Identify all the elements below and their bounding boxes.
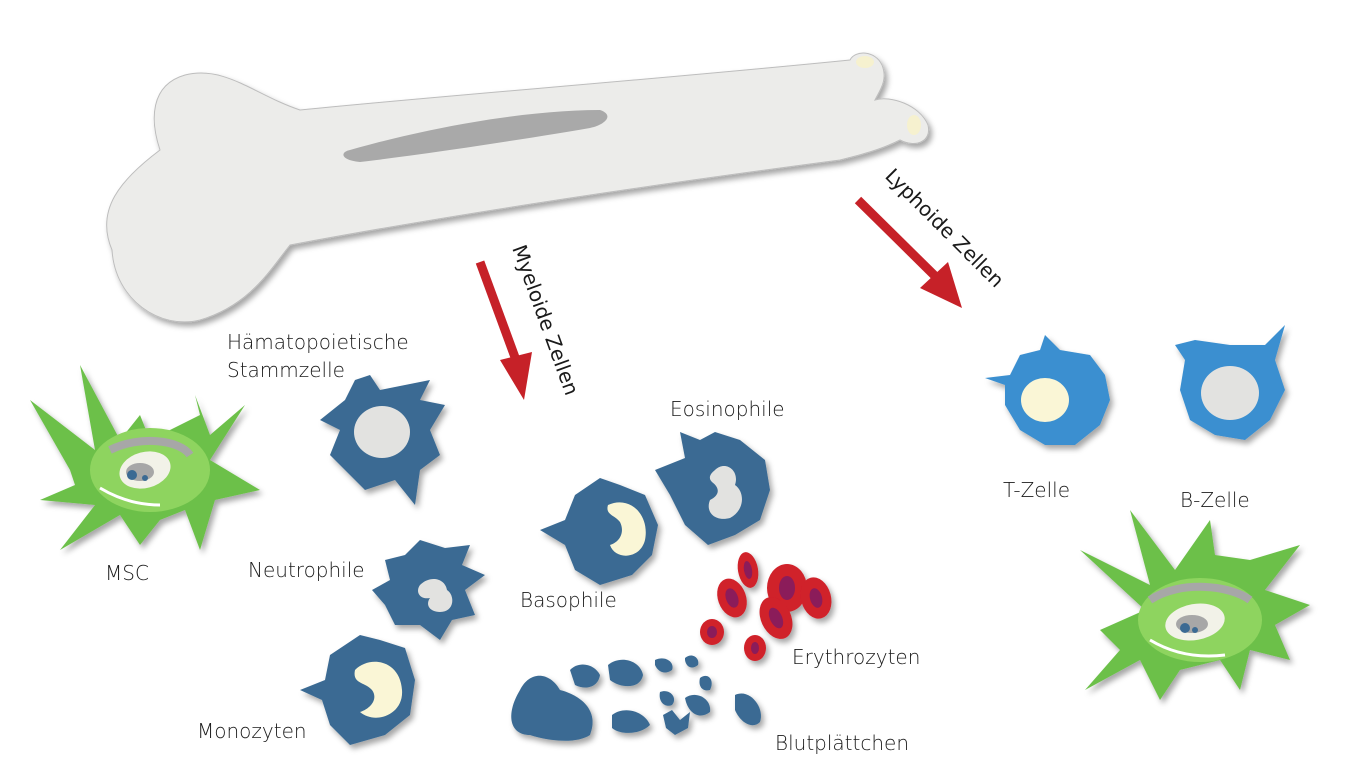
eosinophil-cell — [655, 432, 770, 545]
lymphoid-arrow: Lyphoide Zellen — [854, 164, 1009, 308]
basophil-cell — [540, 478, 658, 585]
erythrocyte-cluster — [700, 552, 832, 661]
t-zelle-label: T-Zelle — [1003, 478, 1070, 502]
neutrophile-label: Neutrophile — [248, 558, 365, 582]
monocyte-cell — [300, 635, 415, 745]
hsc-label-line2: Stammzelle — [227, 358, 345, 382]
t-cell — [985, 335, 1110, 445]
eosinophile-label: Eosinophile — [670, 397, 785, 421]
msc-cell-right — [1080, 510, 1310, 700]
bone-marrow-cavity — [343, 110, 608, 162]
basophile-label: Basophile — [520, 588, 617, 612]
monozyten-label: Monozyten — [197, 719, 307, 743]
neutrophil-cell — [372, 540, 485, 640]
myeloid-arrow: Myeloide Zellen — [475, 242, 584, 400]
hsc-label-line1: Hämatopoietische — [227, 330, 409, 354]
platelet-cluster — [511, 655, 761, 741]
blutplaettchen-label: Blutplättchen — [775, 731, 909, 755]
b-zelle-label: B-Zelle — [1180, 488, 1250, 512]
b-cell — [1175, 325, 1285, 440]
hsc-cell — [320, 375, 445, 505]
bone-illustration — [106, 52, 930, 323]
msc-label: MSC — [105, 561, 149, 585]
erythrozyten-label: Erythrozyten — [792, 645, 920, 669]
msc-cell — [30, 365, 260, 550]
